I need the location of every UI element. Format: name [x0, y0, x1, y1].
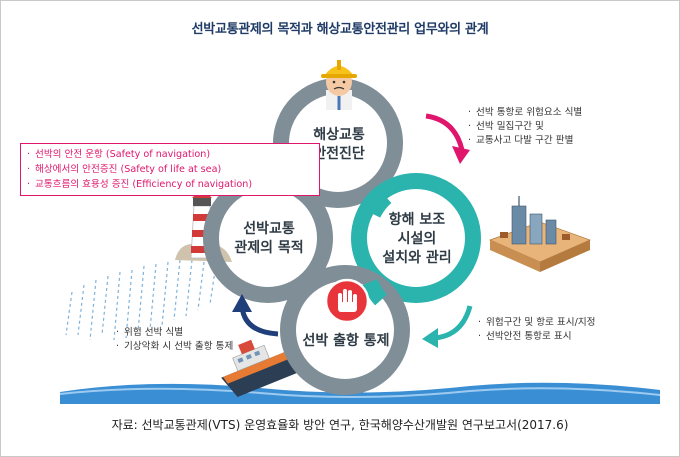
safety-worker-icon	[321, 60, 357, 110]
callout-item: 위험구간 및 항로 표시/지정	[478, 316, 595, 330]
stop-hand-icon	[324, 278, 370, 324]
ring-right-line1: 항해 보조	[388, 212, 446, 228]
arrow-bottom-left	[232, 294, 279, 337]
ring-bottom-label: 선박 출항 통제	[290, 332, 402, 351]
callout-item: 선박 통항로 위험요소 식별	[468, 106, 582, 120]
callout-bottom-left: 위험 선박 식별 기상악화 시 선박 출항 통제	[116, 326, 233, 354]
callout-bottom-right: 위험구간 및 항로 표시/지정 선박안전 통항로 표시	[478, 316, 595, 344]
ring-bottom	[280, 265, 410, 395]
sinking-ship-icon	[221, 339, 297, 397]
purpose-item: 해상에서의 안전증진 (Safety of life at sea)	[27, 162, 313, 177]
arrow-top-right	[425, 113, 470, 164]
ring-right	[351, 173, 481, 303]
callout-item: 선박안전 통항로 표시	[478, 330, 595, 344]
ring-top-line2: 안전진단	[313, 146, 365, 162]
ring-right-label: 항해 보조 시설의 설치와 관리	[372, 211, 462, 268]
source-note: 자료: 선박교통관제(VTS) 운영효율화 방안 연구, 한국해양수산개발원 연…	[111, 418, 569, 432]
purpose-box: 선박의 안전 운항 (Safety of navigation) 해상에서의 안…	[20, 143, 320, 196]
purpose-item: 선박의 안전 운항 (Safety of navigation)	[27, 147, 313, 162]
ring-bottom-line1: 선박 출항 통제	[302, 333, 390, 349]
arrow-bottom-right	[422, 305, 473, 348]
callout-item: 위험 선박 식별	[116, 326, 233, 340]
ring-right-line3: 설치와 관리	[382, 250, 452, 266]
callout-top-right: 선박 통항로 위험요소 식별 선박 밀집구간 및 교통사고 다발 구간 판별	[468, 106, 582, 148]
figure-title: 선박교통관제의 목적과 해상교통안전관리 업무와의 관계	[191, 22, 489, 37]
callout-item: 기상악화 시 선박 출항 통제	[116, 340, 233, 354]
callout-item: 교통사고 다발 구간 판별	[468, 134, 582, 148]
ring-left-line2: 관제의 목적	[234, 240, 304, 256]
harbor-building-icon	[488, 196, 592, 272]
ring-left-line1: 선박교통	[243, 221, 295, 237]
callout-item: 선박 밀집구간 및	[468, 120, 582, 134]
ring-left-label: 선박교통 관제의 목적	[222, 220, 316, 258]
ring-right-line2: 시설의	[397, 231, 437, 247]
purpose-item: 교통흐름의 효용성 증진 (Efficiency of navigation)	[27, 177, 313, 192]
ring-top-label: 해상교통 안전진단	[298, 126, 380, 164]
ring-top-line1: 해상교통	[313, 127, 365, 143]
